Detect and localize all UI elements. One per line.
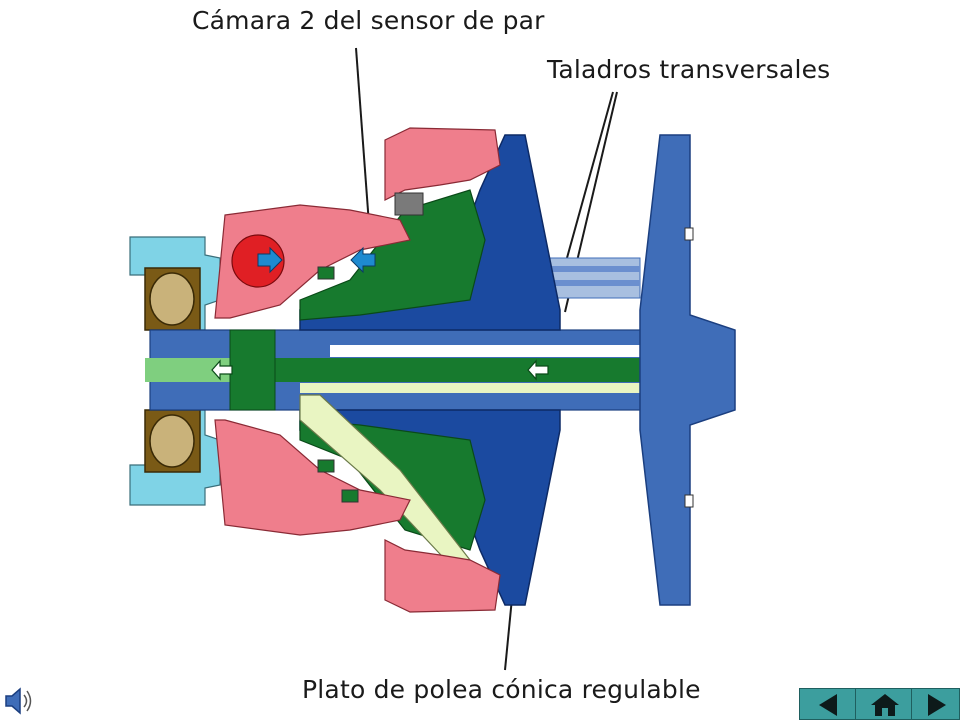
green-center-block (229, 329, 276, 411)
arrow-left-outline-icon (527, 359, 549, 381)
leader-line-chamber (355, 47, 371, 239)
arrow-right-icon (257, 246, 283, 274)
bearing-bottom (144, 409, 201, 473)
spline-teeth (544, 257, 641, 299)
pink-cylinder-bottom (384, 539, 501, 613)
prev-button[interactable] (799, 688, 857, 720)
triangle-left-icon (819, 694, 837, 716)
oil-flow-arrows-outline (211, 359, 549, 381)
arrow-left-outline-icon (211, 359, 233, 381)
speaker-icon[interactable] (2, 684, 36, 718)
pink-sleeve-top (214, 204, 411, 319)
grey-ring (394, 192, 424, 216)
label-adjustable-pulley: Plato de polea cónica regulable (302, 675, 701, 704)
pink-sleeve-bottom (214, 419, 411, 536)
home-button[interactable] (855, 688, 913, 720)
next-button[interactable] (911, 688, 960, 720)
bearing-top (144, 267, 201, 331)
pink-cylinder-top (384, 127, 501, 201)
fixed-pulley-disc (639, 134, 736, 606)
arrow-left-icon (350, 246, 376, 274)
triangle-right-icon (928, 694, 946, 716)
leader-line-pulley (504, 597, 513, 671)
home-icon (871, 694, 899, 716)
label-torque-sensor-chamber: Cámara 2 del sensor de par (192, 6, 545, 35)
screws (317, 227, 694, 508)
label-cross-bores: Taladros transversales (547, 55, 831, 84)
oil-flow-arrows-blue (257, 246, 376, 274)
